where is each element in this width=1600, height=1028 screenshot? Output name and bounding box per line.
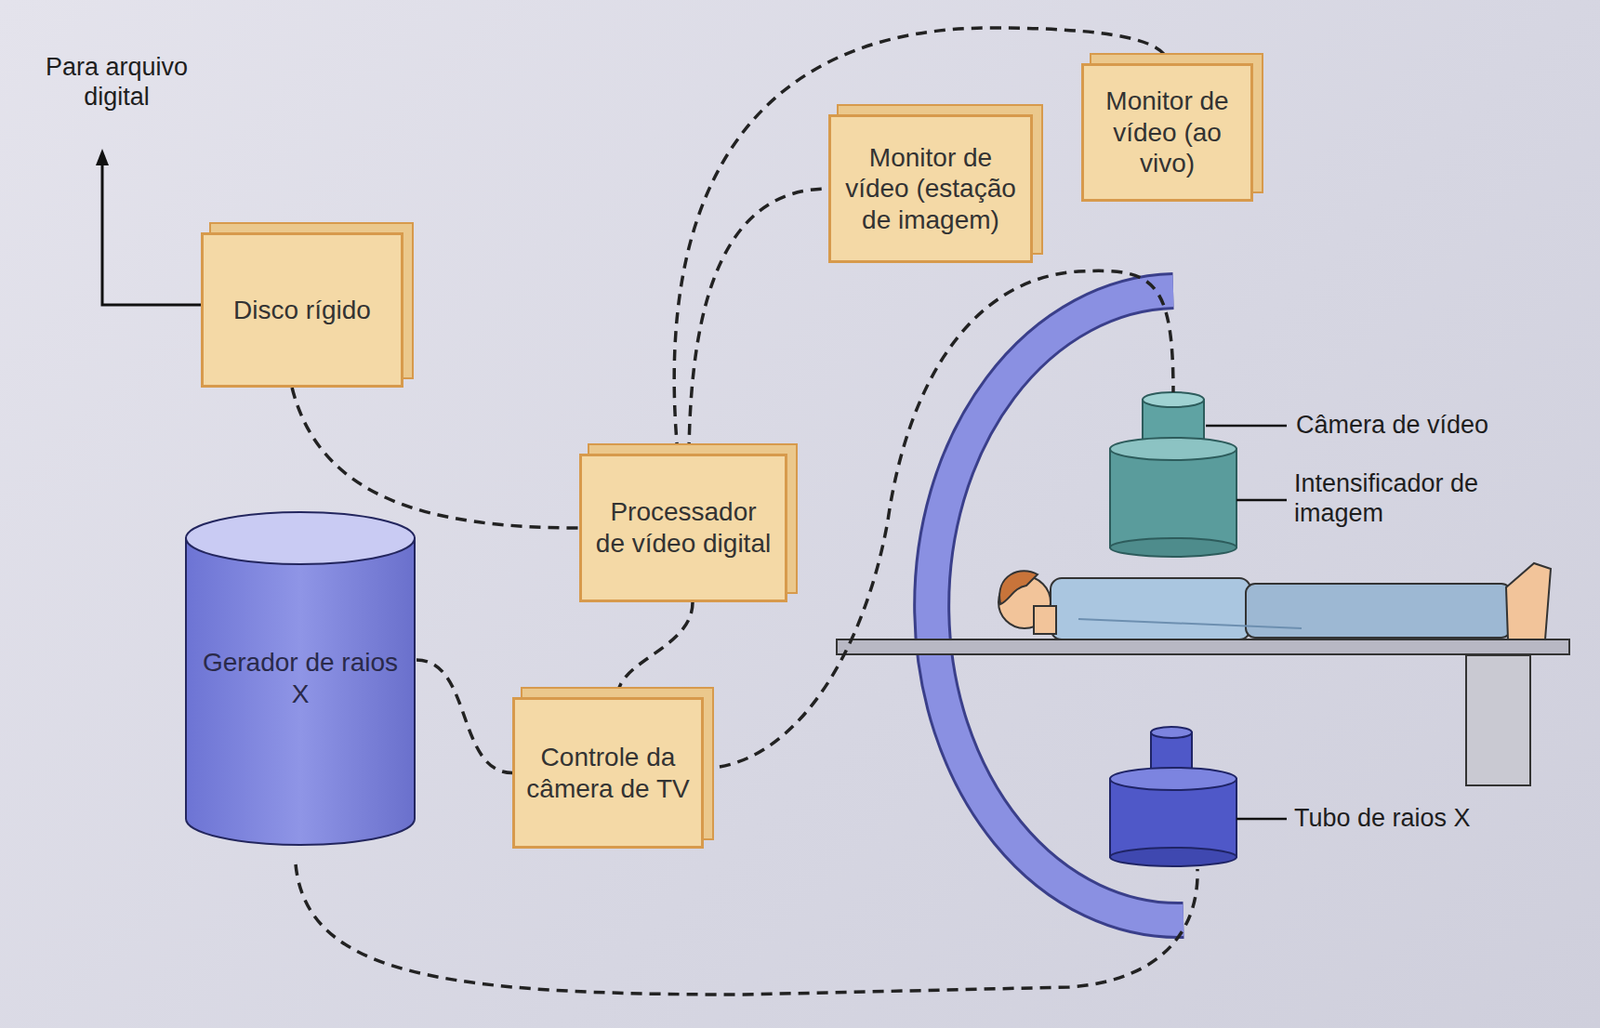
image-intensifier <box>1110 437 1237 557</box>
cable <box>295 270 1198 995</box>
node-text: Gerador de raios X <box>197 647 404 710</box>
image-monitor-box: Monitor de vídeo (estação de imagem) <box>828 114 1033 264</box>
leader-line <box>1205 425 1287 820</box>
dashed-connector <box>291 387 580 529</box>
camera-control-box: Controle da câmera de TV <box>512 697 704 849</box>
cylinder-shape <box>184 510 417 847</box>
video-processor-box: Processador de vídeo digital <box>579 453 788 603</box>
dashed-connector <box>688 188 829 454</box>
x-ray-generator: Gerador de raios X <box>184 510 417 847</box>
part-label: Tubo de raios X <box>1294 803 1583 834</box>
archive-label: Para arquivo digital <box>16 52 217 113</box>
hard-disk-box: Disco rígido <box>200 232 404 388</box>
node-text: Processador de vídeo digital <box>593 496 774 559</box>
dashed-connector <box>617 602 693 698</box>
node-text: Controle da câmera de TV <box>526 741 690 805</box>
patient <box>998 563 1551 640</box>
dashed-connector <box>416 660 513 774</box>
arrow-head <box>95 148 109 166</box>
archive-arrow <box>102 159 201 305</box>
x-ray-tube <box>1110 727 1237 867</box>
patient-table <box>836 639 1570 786</box>
node-text: Monitor de vídeo (estação de imagem) <box>842 142 1019 237</box>
node-text: Disco rígido <box>233 294 371 327</box>
part-label: Câmera de vídeo <box>1295 409 1585 440</box>
part-label: Intensificador de imagem <box>1294 468 1532 529</box>
live-monitor-box: Monitor de vídeo (ao vivo) <box>1081 63 1254 202</box>
node-text: Monitor de vídeo (ao vivo) <box>1095 85 1240 180</box>
